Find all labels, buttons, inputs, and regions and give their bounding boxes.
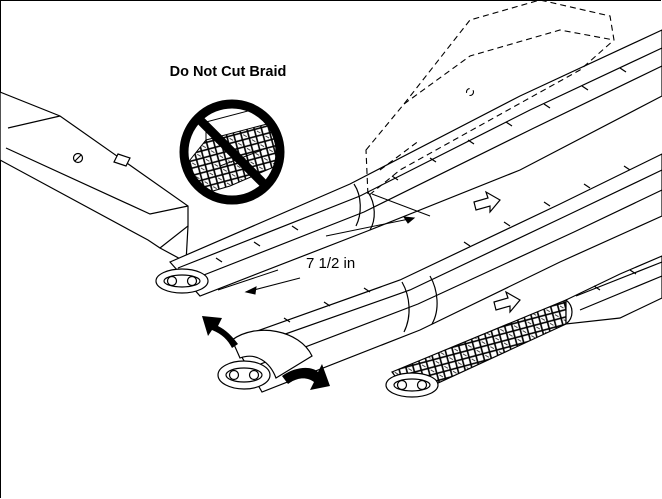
heating-cable-middle	[217, 153, 662, 393]
arrow-right-icon-2	[493, 290, 521, 314]
arrow-right-icon	[473, 190, 501, 214]
utility-knife	[0, 91, 189, 263]
knife-ghost	[365, 0, 615, 198]
arrow-up-left-icon	[202, 316, 238, 348]
heating-cable-bottom	[385, 255, 662, 398]
dimension-label: 7 1/2 in	[306, 255, 355, 272]
arrow-down-right-icon	[282, 364, 330, 390]
no-symbol-icon	[179, 99, 285, 205]
dimension-marker	[217, 193, 431, 295]
warning-label: Do Not Cut Braid	[170, 64, 287, 80]
